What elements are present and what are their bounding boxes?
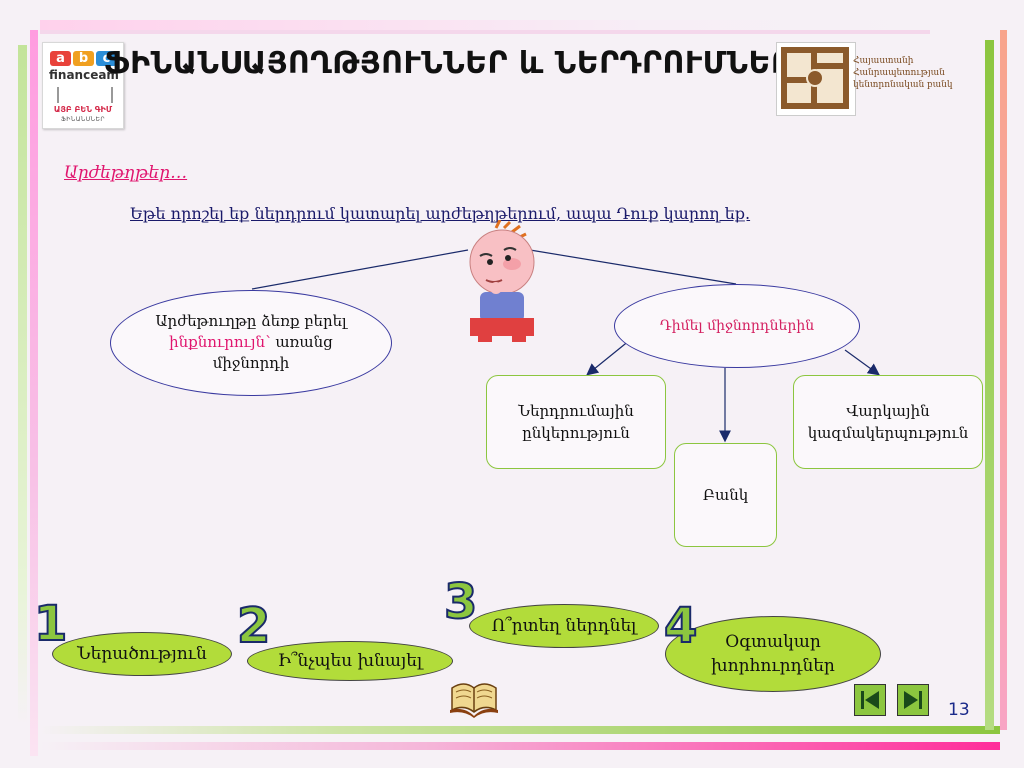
- bank-name-line: Հայաստանի: [853, 56, 914, 66]
- logo-name: financeam: [49, 68, 119, 82]
- top-stripe-thin: [40, 30, 930, 34]
- thinking-character-icon: [469, 220, 535, 342]
- box-line: կազմակերպություն: [807, 424, 969, 442]
- bank-name: Հայաստանի Հանրապետության կենտրոնական բան…: [853, 55, 983, 91]
- box-line: ընկերություն: [522, 424, 630, 442]
- node-line: միջնորդի: [212, 354, 290, 372]
- bank-emblem-icon: [781, 47, 849, 109]
- top-stripe: [40, 20, 910, 30]
- node-line: ինքնուրույն՝ առանց: [111, 332, 391, 353]
- slide-title: ՖԻՆԱՆՍԱՅՈՂԹՅՈՒՆՆԵՐ և ՆԵՐԴՐՈՒՄՆԵՐ: [104, 46, 792, 81]
- intro-text: Եթե որոշել եք ներդրում կատարել արժեթղթեր…: [130, 204, 751, 223]
- connector-right: [529, 249, 737, 285]
- logo-divider: [57, 87, 113, 103]
- box-line: Ներդրումային: [518, 402, 634, 420]
- buy-independently-text: Արժեթուղթը ձեռք բերել ինքնուրույն՝ առանց…: [111, 311, 391, 374]
- buy-independently-node: Արժեթուղթը ձեռք բերել ինքնուրույն՝ առանց…: [110, 290, 392, 396]
- bottom-stripe-green: [40, 726, 1000, 734]
- right-stripe-peach: [1000, 30, 1007, 730]
- page-number: 13: [948, 700, 970, 720]
- independently-highlight: ինքնուրույն՝: [169, 333, 271, 351]
- node-line-rest: առանց: [270, 333, 333, 351]
- bank-box: Բանկ: [674, 443, 777, 547]
- arrow-right-icon: [904, 691, 922, 709]
- nav-introduction-button[interactable]: Ներածություն: [52, 632, 232, 676]
- bottom-stripe-pink: [40, 742, 1000, 750]
- logo-letter-c: c: [96, 51, 117, 66]
- nav-line: խորհուրդներ: [711, 656, 835, 676]
- nav-useful-tips-button[interactable]: Օգտակար խորհուրդներ: [665, 616, 881, 692]
- logo-letter-a: a: [50, 51, 71, 66]
- box-line: Վարկային: [846, 402, 930, 420]
- investment-company-box: Ներդրումային ընկերություն: [486, 375, 666, 469]
- connector-left: [251, 249, 469, 290]
- nav-how-to-save-button[interactable]: Ի՞նչպես խնայել: [247, 641, 453, 681]
- logo-tagline: ԱՅԲ ԲԵՆ ԳԻՄ: [53, 105, 113, 114]
- nav-number-3: 3: [443, 573, 478, 631]
- bank-name-line: Հանրապետության: [853, 68, 945, 78]
- section-subtitle: Արժեթղթեր…: [64, 163, 188, 183]
- left-stripe-green: [18, 45, 27, 725]
- use-intermediaries-node: Դիմել միջնորդներին: [614, 284, 860, 368]
- previous-slide-button[interactable]: [854, 684, 886, 716]
- next-slide-button[interactable]: [897, 684, 929, 716]
- right-stripe-green: [985, 40, 994, 730]
- logo-letter-b: b: [73, 51, 94, 66]
- book-icon[interactable]: [448, 676, 500, 718]
- node-line: Արժեթուղթը ձեռք բերել: [155, 312, 347, 330]
- nav-number-4: 4: [663, 597, 698, 655]
- abc-letters: a b c: [50, 51, 117, 66]
- credit-organization-box: Վարկային կազմակերպություն: [793, 375, 983, 469]
- nav-where-to-invest-button[interactable]: Ո՞րտեղ ներդնել: [469, 604, 659, 648]
- bank-name-line: կենտրոնական բանկ: [853, 80, 953, 90]
- arrow-to-credit-org: [844, 349, 880, 376]
- nav-line: Օգտակար: [725, 632, 821, 652]
- arrow-left-icon: [861, 691, 879, 709]
- central-bank-logo[interactable]: [776, 42, 856, 116]
- financeam-logo[interactable]: a b c financeam ԱՅԲ ԲԵՆ ԳԻՄ ՖԻՆԱՆՍՆԵՐ: [42, 42, 124, 129]
- nav-number-2: 2: [236, 597, 271, 655]
- nav-number-1: 1: [33, 595, 68, 653]
- logo-tagline-2: ՖԻՆԱՆՍՆԵՐ: [60, 116, 106, 123]
- left-stripe-pink: [30, 30, 38, 756]
- arrow-to-investment-company: [586, 339, 631, 376]
